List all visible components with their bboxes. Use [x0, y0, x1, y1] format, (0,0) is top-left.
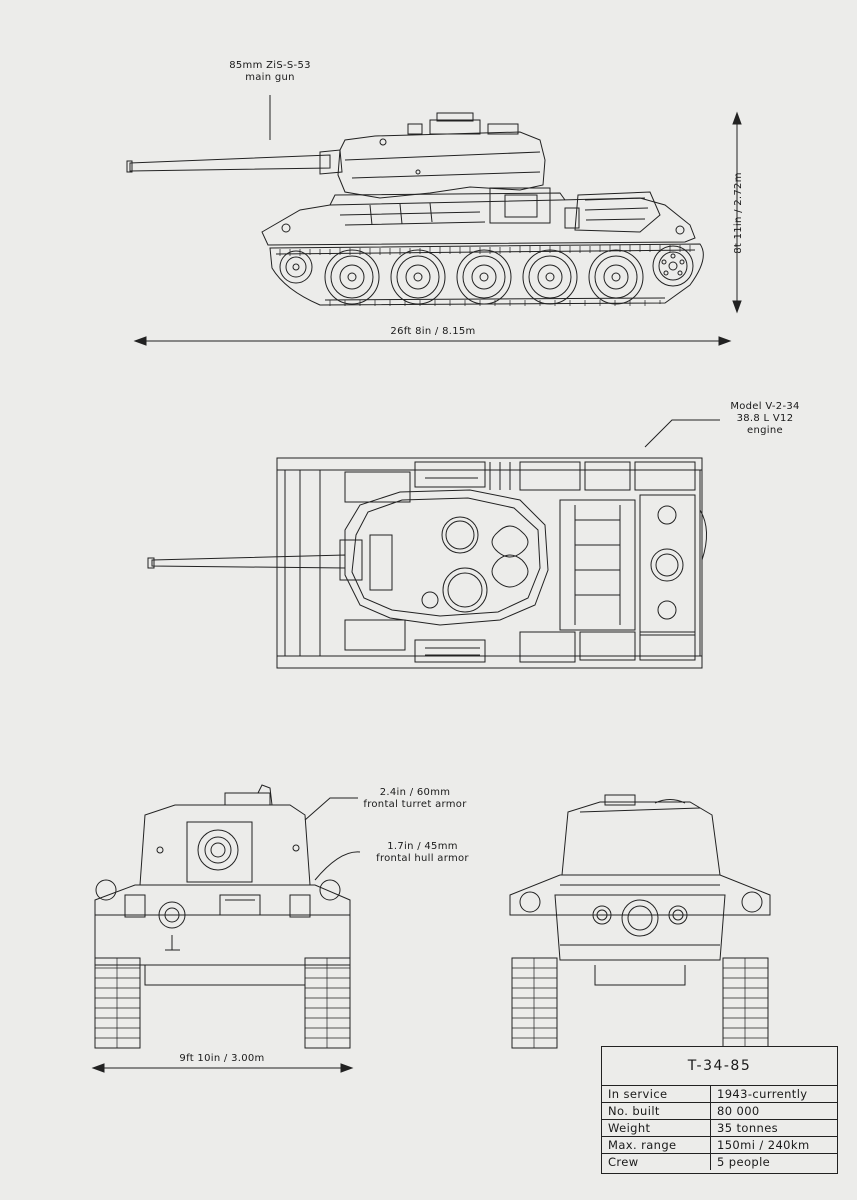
gun-label: 85mm ZiS-S-53 main gun	[210, 60, 330, 84]
hull-armor-line-2: frontal hull armor	[376, 853, 469, 864]
rear-track-links	[512, 958, 768, 1048]
hull-armor-line-1: 1.7in / 45mm	[387, 841, 458, 852]
spec-value: 1943-currently	[717, 1087, 808, 1101]
spec-table-title: T-34-85	[602, 1047, 837, 1086]
top-view-drawing	[147, 419, 720, 669]
spec-key: Max. range	[602, 1136, 711, 1154]
spec-table-body: In service 1943-currently No. built 80 0…	[602, 1086, 837, 1170]
front-view-drawing	[91, 784, 361, 1073]
table-row: Weight 35 tonnes	[602, 1119, 837, 1137]
width-dimension-label: 9ft 10in / 3.00m	[179, 1053, 265, 1064]
spec-value: 80 000	[710, 1102, 837, 1120]
height-dimension-label: 8t 11in / 2.72m	[733, 172, 744, 254]
spec-key: No. built	[602, 1102, 711, 1120]
side-road-wheels	[279, 245, 694, 305]
table-row: Max. range 150mi / 240km	[602, 1136, 837, 1154]
table-row: No. built 80 000	[602, 1102, 837, 1120]
turret-armor-label: 2.4in / 60mm frontal turret armor	[355, 787, 475, 811]
spec-key: Crew	[602, 1153, 711, 1170]
hull-armor-label: 1.7in / 45mm frontal hull armor	[360, 841, 485, 865]
turret-armor-line-1: 2.4in / 60mm	[379, 787, 451, 798]
engine-label-line-2: 38.8 L V12	[736, 413, 794, 424]
side-view-drawing	[126, 95, 742, 346]
engine-label-line-3: engine	[747, 425, 783, 436]
table-row: In service 1943-currently	[602, 1086, 837, 1103]
engine-label: Model V-2-34 38.8 L V12 engine	[715, 401, 815, 437]
spec-value: 150mi / 240km	[710, 1136, 837, 1154]
gun-label-line-1: 85mm ZiS-S-53	[229, 60, 311, 71]
rear-view-drawing	[509, 794, 771, 1049]
front-track-links	[95, 958, 350, 1048]
table-row: Crew 5 people	[602, 1153, 837, 1170]
engine-label-line-1: Model V-2-34	[730, 401, 800, 412]
turret-armor-line-2: frontal turret armor	[363, 799, 467, 810]
gun-label-line-2: main gun	[245, 72, 295, 83]
spec-key: Weight	[602, 1119, 711, 1137]
spec-value: 5 people	[710, 1153, 837, 1170]
spec-value: 35 tonnes	[710, 1119, 837, 1137]
side-track-links	[279, 245, 691, 306]
length-dimension-label: 26ft 8in / 8.15m	[390, 326, 476, 337]
spec-table: T-34-85 In service 1943-currently No. bu…	[601, 1046, 838, 1174]
spec-key: In service	[602, 1086, 711, 1103]
